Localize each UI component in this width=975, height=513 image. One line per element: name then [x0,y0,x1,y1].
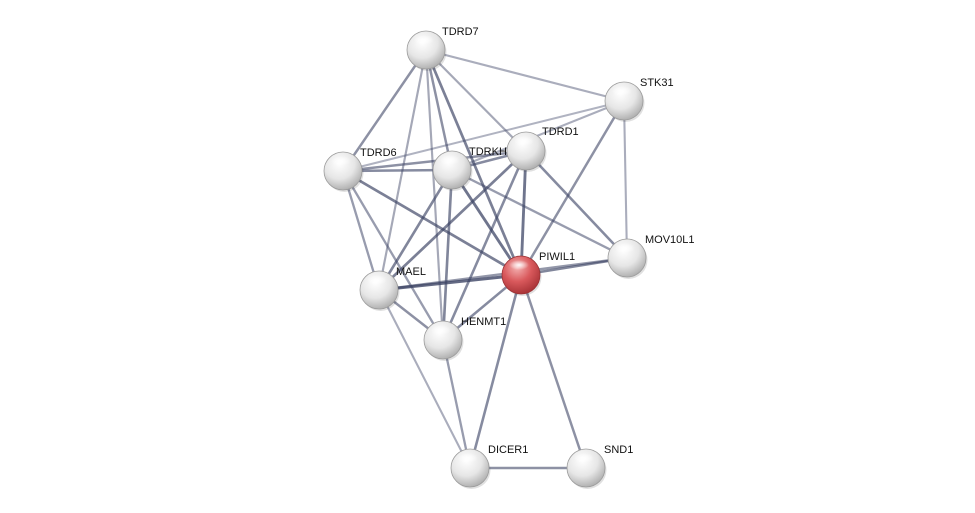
node-highlight [331,156,351,166]
node-henmt1[interactable]: HENMT1 [423,316,506,361]
node-tdrkh[interactable]: TDRKH [432,146,507,191]
edge-stk31-piwil1 [519,99,626,277]
edge-tdrd1-mael [377,149,528,292]
edge-mael-dicer1 [377,288,472,470]
edge-tdrkh-henmt1 [441,168,454,342]
node-label-henmt1: HENMT1 [461,316,506,328]
node-label-tdrd6: TDRD6 [360,147,397,159]
edge-tdrd1-henmt1 [441,149,528,342]
edge-tdrd7-tdrd1 [424,48,528,153]
node-highlight [458,453,478,463]
node-highlight [574,453,594,463]
edge-tdrd6-mael [341,169,381,292]
edge-tdrkh-mael [377,168,454,292]
edge-stk31-tdrd6 [342,100,625,172]
edges-layer [341,48,629,470]
node-label-mael: MAEL [396,266,426,278]
node-highlight [615,243,635,253]
edge-tdrd1-piwil1 [519,149,528,277]
node-highlight [612,86,632,96]
edge-tdrd6-piwil1 [341,169,523,277]
edge-stk31-mov10l1 [622,99,629,260]
node-tdrd6[interactable]: TDRD6 [323,147,397,192]
node-highlight [514,136,534,146]
node-label-tdrd1: TDRD1 [542,126,579,138]
edge-piwil1-snd1 [519,273,588,470]
edge-tdrd6-henmt1 [341,169,445,342]
node-mov10l1[interactable]: MOV10L1 [607,234,695,279]
node-mael[interactable]: MAEL [359,266,426,311]
node-highlight [414,35,434,45]
node-label-mov10l1: MOV10L1 [645,234,695,246]
edge-tdrkh-piwil1 [450,168,523,277]
node-dicer1[interactable]: DICER1 [450,444,528,489]
edge-tdrd1-tdrd6 [341,149,528,173]
edge-piwil1-dicer1 [468,273,523,470]
node-label-tdrkh: TDRKH [469,146,507,158]
edge-tdrd7-henmt1 [424,48,445,342]
edge-tdrd7-tdrkh [424,48,454,172]
node-highlight [440,155,460,165]
node-highlight [367,275,387,285]
edge-tdrd7-piwil1 [424,48,523,277]
edge-tdrd7-stk31 [424,48,626,103]
node-highlight [509,260,529,270]
node-label-snd1: SND1 [604,444,633,456]
edge-tdrd7-tdrd6 [341,48,428,173]
node-label-piwil1: PIWIL1 [539,251,575,263]
node-highlight [431,325,451,335]
node-piwil1[interactable]: PIWIL1 [501,251,575,296]
edge-tdrd1-mov10l1 [524,149,629,260]
edge-henmt1-dicer1 [441,338,472,470]
node-label-tdrd7: TDRD7 [442,26,479,38]
node-stk31[interactable]: STK31 [604,77,674,122]
node-label-dicer1: DICER1 [488,444,528,456]
node-label-stk31: STK31 [640,77,674,89]
edge-stk31-tdrkh [450,99,626,172]
node-snd1[interactable]: SND1 [566,444,633,489]
node-tdrd7[interactable]: TDRD7 [406,26,479,71]
edge-tdrkh-mov10l1 [450,168,629,260]
node-tdrd1[interactable]: TDRD1 [506,126,579,172]
